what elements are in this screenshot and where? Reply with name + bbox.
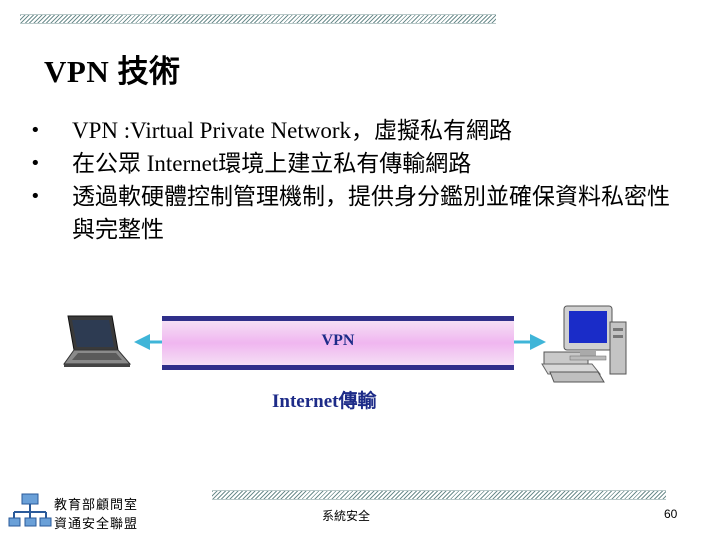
bullet-item: • 在公眾 Internet環境上建立私有傳輸網路	[30, 147, 690, 180]
desktop-computer-icon	[541, 305, 627, 383]
tunnel-bottom-edge	[162, 365, 514, 370]
slide-title: VPN 技術	[44, 54, 181, 89]
footer-course-title: 系統安全	[322, 509, 371, 523]
bottom-decorative-bar	[212, 490, 666, 500]
bullet-text: 透過軟硬體控制管理機制，提供身分鑑別並確保資料私密性與完整性	[72, 184, 670, 242]
organization-name: 教育部顧問室 資通安全聯盟	[54, 496, 138, 534]
bullet-icon: •	[30, 186, 41, 207]
laptop-icon	[63, 315, 132, 367]
bullet-text: 在公眾 Internet環境上建立私有傳輸網路	[72, 151, 472, 176]
vpn-label: VPN	[321, 332, 355, 349]
network-logo-icon	[8, 493, 52, 527]
internet-label: Internet傳輸	[272, 391, 377, 412]
tunnel-top-edge	[162, 316, 514, 321]
bullet-item: • 透過軟硬體控制管理機制，提供身分鑑別並確保資料私密性與完整性	[30, 180, 690, 246]
bullet-list: • VPN :Virtual Private Network，虛擬私有網路 • 在公…	[30, 114, 690, 246]
bullet-text: VPN :Virtual Private Network，虛擬私有網路	[72, 118, 513, 143]
page-number: 60	[664, 507, 678, 521]
bullet-item: • VPN :Virtual Private Network，虛擬私有網路	[30, 114, 690, 147]
bullet-icon: •	[30, 120, 41, 141]
vpn-tunnel: VPN	[162, 316, 514, 370]
organization-line-1: 教育部顧問室	[54, 498, 139, 513]
bullet-icon: •	[30, 153, 41, 174]
top-decorative-bar	[20, 14, 496, 24]
organization-line-2: 資通安全聯盟	[54, 517, 139, 532]
